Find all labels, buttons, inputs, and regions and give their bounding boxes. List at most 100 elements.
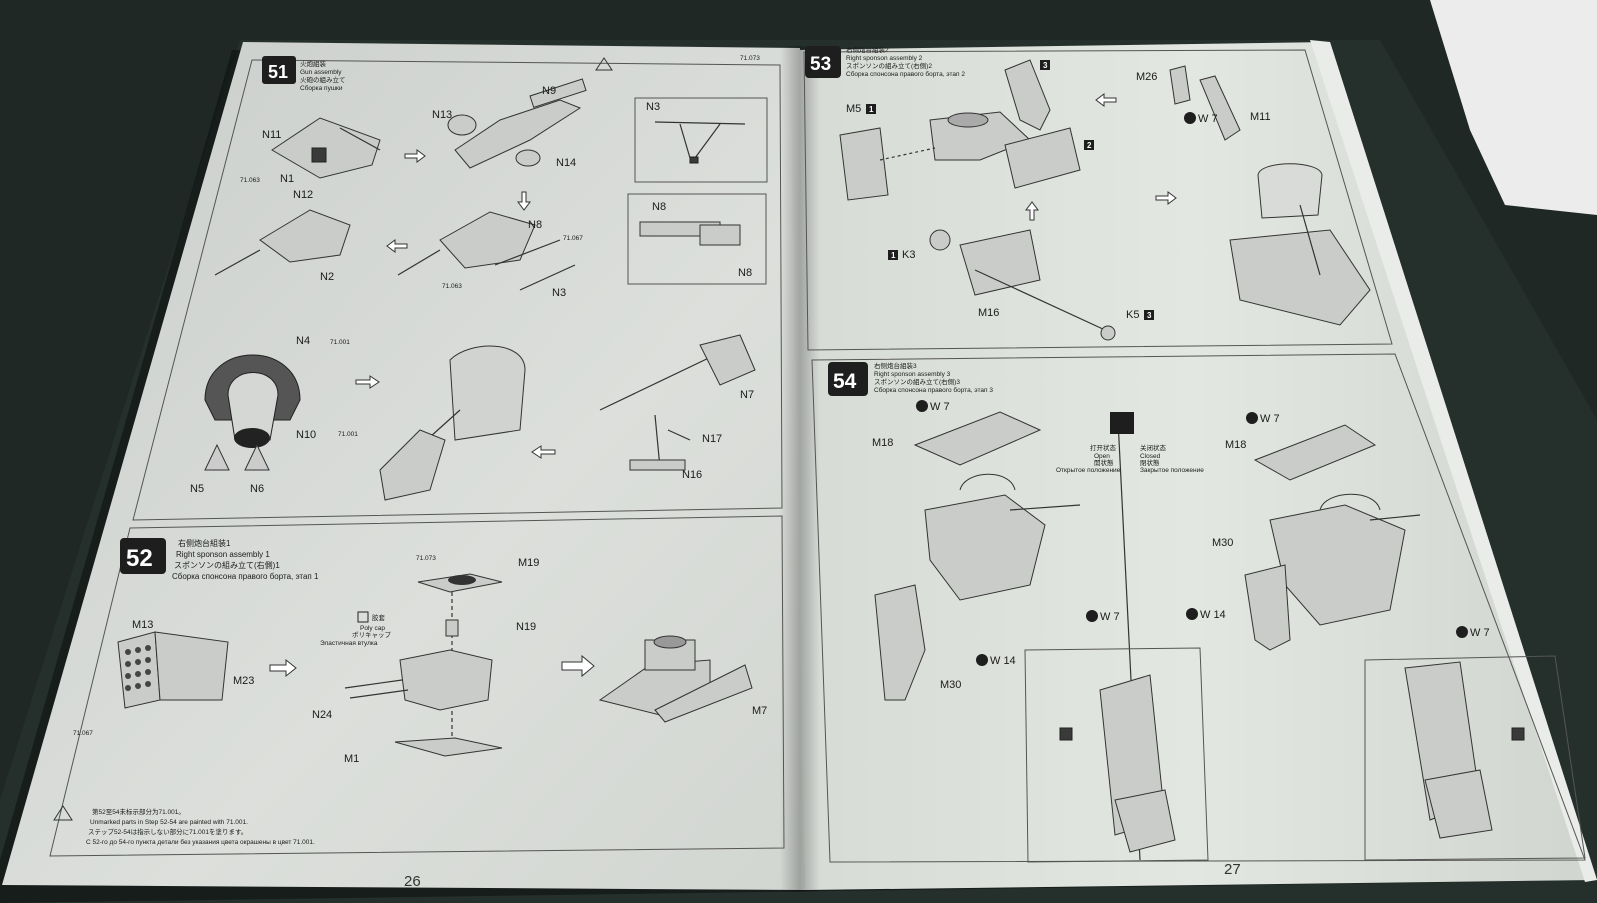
- label-M23: M23: [233, 675, 254, 687]
- step51-paint-note: 71.073: [740, 55, 760, 62]
- open-state-en: Open: [1094, 453, 1110, 460]
- polycap-en: Poly cap: [360, 625, 385, 632]
- label-N3-inset2: N8: [652, 201, 666, 213]
- step53-number: 53: [810, 54, 831, 75]
- label-N19: N19: [516, 621, 536, 633]
- closed-state-en: Closed: [1140, 453, 1161, 460]
- step54-inset-left: [1024, 647, 1209, 863]
- closed-state-cn: 关闭状态: [1140, 443, 1167, 452]
- polycap-jp: ポリキャップ: [352, 631, 392, 639]
- step53-title-cn: 右侧炮台組装2: [846, 45, 889, 54]
- arrow-right-icon-3: [269, 658, 297, 678]
- open-state-ru: Открытое положение: [1056, 467, 1121, 474]
- w7-badge-54a: [916, 400, 928, 412]
- step54-title-en: Right sponson assembly 3: [874, 371, 951, 378]
- arrow-right-icon-2: [355, 375, 380, 389]
- badge-3b-text: 3: [1147, 311, 1152, 320]
- step54-frame: [811, 353, 1586, 863]
- paint-code-71067-s52: 71.067: [73, 730, 93, 737]
- badge-w14-54b: W 14: [1200, 609, 1226, 621]
- footer-note-ru: С 52-го до 54-го пункта детали без указа…: [86, 838, 315, 846]
- w14-badge-54a: [976, 654, 988, 666]
- step51-title-jp: 火砲の組み立て: [300, 75, 346, 84]
- step53-title-jp: スポンソンの組み立て(右側)2: [846, 61, 932, 70]
- badge-w7-54b: W 7: [1100, 611, 1120, 623]
- label-M7: M7: [752, 705, 767, 717]
- inset-door-open-drawing: [1059, 674, 1176, 853]
- label-M19: M19: [518, 557, 539, 569]
- polycap-ru: Эластичная втулка: [320, 640, 378, 647]
- step51-badge: [262, 56, 296, 84]
- label-N4: N4: [296, 335, 310, 347]
- label-M13: M13: [132, 619, 153, 631]
- arrow-right-icon-53: [1155, 191, 1177, 205]
- w7-badge-53: [1184, 112, 1196, 124]
- paint-code-71001: 71.001: [330, 339, 350, 346]
- label-N9: N9: [542, 85, 556, 97]
- label-N16: N16: [682, 469, 702, 481]
- label-N6: N6: [250, 483, 264, 495]
- step53-badge: [805, 46, 841, 78]
- gun-mount-drawing: [599, 334, 756, 471]
- arrow-left-icon-53: [1095, 93, 1117, 107]
- step54-number: 54: [833, 370, 857, 393]
- step52-badge: [120, 538, 166, 574]
- arrow-down-icon: [517, 191, 531, 211]
- badge-1b-text: 1: [891, 251, 896, 260]
- sponson-open-drawing: [874, 411, 1081, 701]
- step54-inset-right: [1364, 655, 1586, 861]
- step52-title-en: Right sponson assembly 1: [176, 550, 270, 559]
- closed-state-jp: 閉状態: [1140, 458, 1160, 467]
- footer-note-en: Unmarked parts in Step 52-54 are painted…: [90, 819, 248, 826]
- step52-title-cn: 右侧炮台組装1: [178, 538, 231, 548]
- step54-title-ru: Сборка спонсона правого борта, этап 3: [874, 386, 993, 394]
- inset-door-closed-drawing: [1404, 661, 1525, 839]
- label-K5: K5: [1126, 309, 1139, 321]
- step53-frame: [803, 49, 1393, 351]
- label-M16: M16: [978, 307, 999, 319]
- label-M26: M26: [1136, 71, 1157, 83]
- sponson-exploded-drawing: [344, 573, 503, 757]
- label-M30-a: M30: [940, 679, 961, 691]
- step51-number: 51: [268, 62, 288, 82]
- label-N5: N5: [190, 483, 204, 495]
- label-N11: N11: [262, 129, 281, 141]
- paint-code-71073-s52: 71.073: [416, 555, 436, 562]
- sponson-assembled-drawing: [598, 635, 753, 723]
- open-closed-icon: [1110, 412, 1134, 434]
- badge-1a-text: 1: [869, 105, 874, 114]
- open-state-cn: 打开状态: [1090, 443, 1117, 452]
- badge-1b: [888, 250, 898, 260]
- badge-3a: [1040, 60, 1050, 70]
- label-N13: N13: [432, 109, 452, 121]
- polycap-cn: 胶套: [372, 613, 386, 622]
- step51-title-cn: 火炮組装: [300, 59, 327, 68]
- badge-w7-54a: W 7: [930, 401, 950, 413]
- hull-drawing-53: [1229, 163, 1371, 326]
- step54-title-cn: 右侧炮台組装3: [874, 361, 917, 370]
- footer-warning-icon: [53, 805, 73, 821]
- w14-badge-54b: [1186, 608, 1198, 620]
- badge-3b: [1144, 310, 1154, 320]
- step53-title-en: Right sponson assembly 2: [846, 55, 923, 62]
- axle-drawing-53: [929, 229, 1116, 341]
- arrow-right-icon: [404, 149, 426, 163]
- badge-2a: [1084, 140, 1094, 150]
- footer-note-jp: ステップ52-54は指示しない部分に71.001を塗ります。: [88, 827, 247, 836]
- w7-badge-54d: [1456, 626, 1468, 638]
- gun-breech-drawing-1: [271, 117, 381, 179]
- bracket-drawing: [1169, 65, 1241, 141]
- step52-title-ru: Сборка спонсона правого борта, этап 1: [172, 572, 319, 581]
- sponson-plate-drawing-1: [117, 631, 229, 709]
- closed-state-ru: Закрытое положение: [1140, 467, 1204, 474]
- step53-title-ru: Сборка спонсона правого борта, этап 2: [846, 70, 965, 78]
- sponson-side-panel-drawing: [839, 59, 1081, 201]
- gun-assembly-drawing-3: [214, 209, 351, 276]
- sponson-closed-drawing: [1244, 424, 1421, 651]
- label-M11: M11: [1250, 111, 1271, 123]
- paint-code-71063b: 71.063: [442, 283, 462, 290]
- paper-corner: [1430, 0, 1597, 215]
- step54-title-jp: スポンソンの組み立て(右側)3: [874, 377, 960, 386]
- inset-n3-top: [634, 97, 768, 183]
